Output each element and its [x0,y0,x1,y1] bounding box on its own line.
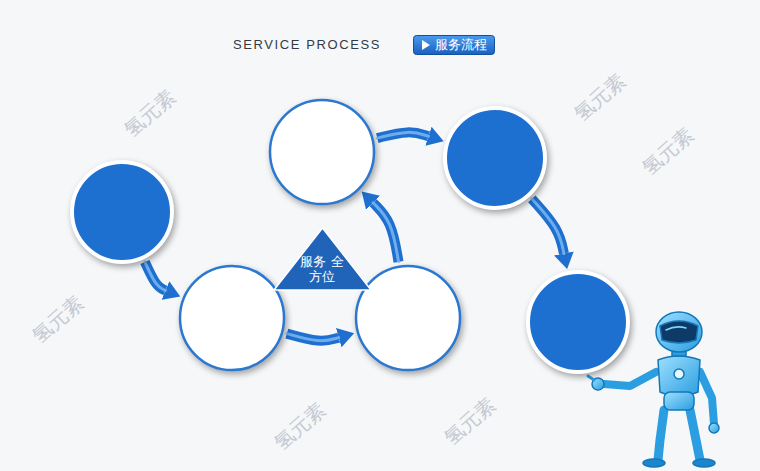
flow-arrow [287,334,339,341]
center-triangle: 服务 全方位 [273,227,372,291]
watermark: 氢元素 [27,289,90,349]
blue-circle [528,272,628,372]
process-circle [440,103,550,213]
blue-circle [445,108,545,208]
node-label: 服务 全方位 [299,254,346,285]
flow-arrow [145,262,166,290]
flow-arrow [377,132,428,138]
watermark: 氢元素 [569,67,632,127]
white-circle [180,266,284,370]
process-circle [175,261,289,375]
flow-arrow [373,203,398,262]
arrow-highlight [287,334,339,341]
circle-shape [351,261,465,375]
arrow-highlight [377,132,428,138]
watermark: 氢元素 [269,396,332,456]
process-circle [523,267,633,377]
watermark: 氢元素 [637,121,700,181]
play-icon [422,40,430,50]
arrow-highlight [373,203,398,262]
circle-shape [523,267,633,377]
arrow-highlight [532,199,564,254]
circle-shape [265,95,379,209]
badge-label: 服务流程 [435,37,487,53]
process-circle [265,95,379,209]
arrow-highlight [145,262,166,290]
circle-shape [440,103,550,213]
arrow-band [145,262,166,290]
badge-box [414,36,495,55]
arrow-band [287,334,339,341]
diagram-title: SERVICE PROCESS [233,37,381,52]
circle-shape [175,261,289,375]
process-circle [67,157,177,267]
process-circle [351,261,465,375]
title-badge: 服务流程 [413,35,495,55]
arrow-band [373,203,398,262]
triangle-outline [274,228,371,290]
flow-arrow [532,199,564,254]
arrow-band [532,199,564,254]
watermark: 氢元素 [439,391,502,451]
arrow-band [377,132,428,138]
white-circle [356,266,460,370]
blue-circle [72,162,172,262]
white-circle [270,100,374,204]
watermark: 氢元素 [119,83,182,143]
circle-shape [67,157,177,267]
